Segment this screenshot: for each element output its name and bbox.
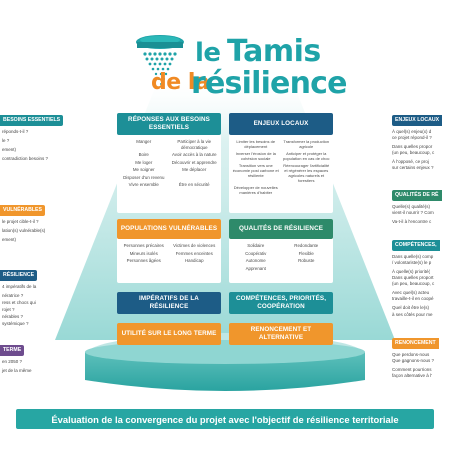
- besoin-item: Manger: [136, 139, 152, 144]
- enjeu-item: Inverser l'érosion de la cohésion social…: [235, 151, 276, 161]
- right-panel-enjeux: Enjeux locaux À quel(s) enjeu(x) dce pro…: [392, 115, 450, 174]
- besoins-items: Manger Participer à la vie démocratique …: [117, 135, 221, 192]
- population-item: Handicap: [184, 258, 204, 263]
- left-line: contradiction besoins ?: [2, 156, 49, 162]
- right-line: Dans quelle(s) comp/ volontariste(s) le …: [392, 254, 434, 266]
- logo-tamis: Tamis: [227, 34, 321, 69]
- qualites-title: Qualités de résilience: [229, 219, 333, 239]
- left-panel-resilience: Résilience 4 impératifs de la nératrice …: [0, 270, 68, 330]
- left-line: en 2050 ?: [2, 359, 23, 365]
- left-panel-terme: Terme en 2050 ? jet de la même: [0, 345, 68, 377]
- besoin-item: Boire: [138, 152, 149, 157]
- enjeu-item: [283, 185, 331, 195]
- footer-banner: Évaluation de la convergence du projet a…: [16, 409, 434, 429]
- right-panel-qualites: Qualités de ré Quelle(s) qualité(s)vient…: [392, 190, 450, 228]
- population-item: Femmes enceintes: [175, 250, 213, 256]
- left-vulnerables-title: Vulnérables: [0, 205, 45, 217]
- right-renoncement-title: Renoncement: [392, 338, 439, 350]
- besoin-item: Vivre ensemble: [128, 182, 159, 187]
- right-line: Dans quelles propor(un peu, beaucoup, c: [392, 144, 435, 156]
- left-line: le projet cible-t-il ?: [2, 219, 39, 225]
- right-enjeux-title: Enjeux locaux: [392, 115, 443, 127]
- besoins-title: Réponses aux besoins essentiels: [117, 113, 221, 135]
- left-line: 4 impératifs de la: [2, 284, 37, 290]
- renoncement-title: Renoncement et alternative: [229, 323, 333, 345]
- enjeu-item: Limiter les besoins de déplacement: [236, 139, 276, 149]
- population-item: Personnes précaires: [123, 243, 164, 248]
- qualite-item: Redondante: [294, 243, 319, 248]
- populations-title: Populations vulnérables: [117, 219, 221, 239]
- qualite-item: Robuste: [298, 258, 315, 263]
- right-line: Quelle(s) qualité(s)vient-il nourrir ? C…: [392, 204, 434, 216]
- left-line: lation(s) vulnérable(s): [2, 228, 46, 234]
- left-besoins-title: Besoins essentiels: [0, 115, 64, 127]
- right-panel-competences: Compétences, Dans quelle(s) comp/ volont…: [392, 240, 450, 321]
- enjeu-item: Réencourager l'artificialité et régénére…: [283, 163, 330, 183]
- block-besoins-essentiels: Réponses aux besoins essentiels Manger P…: [117, 113, 221, 213]
- enjeu-item: Transformer la production agricole: [283, 139, 330, 149]
- left-line: réponds-t-il ?: [2, 129, 29, 135]
- qualite-item: Solidaire: [247, 243, 265, 248]
- left-line: le ?: [2, 138, 10, 144]
- qualite-item: [283, 266, 331, 272]
- block-enjeux-locaux: Enjeux locaux Limiter les besoins de dép…: [229, 113, 333, 213]
- right-qualites-title: Qualités de ré: [392, 190, 442, 202]
- besoin-item: Me loger: [135, 159, 153, 165]
- right-line: À quelle(s) priorité(Dans quelles propor…: [392, 269, 435, 287]
- population-item: Personnes âgées: [126, 258, 161, 263]
- left-line: ress et chocs qui: [2, 300, 36, 306]
- imperatifs-title: Impératifs de la résilience: [117, 292, 221, 314]
- besoin-item: Me soigner: [132, 167, 155, 172]
- right-line: Quel doit être le(s)à ses côtés pour me: [392, 305, 433, 317]
- enjeu-item: Anticiper et protéger la population en c…: [283, 151, 330, 161]
- besoin-item: Me déplacer: [182, 167, 207, 172]
- qualite-item: Autonome: [245, 258, 266, 263]
- right-competences-title: Compétences,: [392, 240, 440, 252]
- left-terme-title: Terme: [0, 345, 25, 357]
- logo: le Tamis de la résilience: [125, 30, 347, 101]
- logo-le: le: [195, 38, 221, 68]
- left-panel-vulnerables: Vulnérables le projet cible-t-il ? latio…: [0, 205, 68, 246]
- enjeu-item: Développer de nouvelles manières d'habit…: [233, 185, 278, 195]
- qualites-items: Solidaire Redondante Coopérativ Flexible…: [229, 239, 333, 275]
- besoin-item: [171, 175, 219, 181]
- enjeux-items: Limiter les besoins de déplacement Trans…: [229, 135, 333, 199]
- left-line: systémique ?: [2, 321, 29, 327]
- qualite-item: Flexible: [298, 250, 314, 256]
- utilite-title: Utilité sur le long terme: [117, 323, 221, 345]
- population-item: Victimes de violences: [173, 243, 216, 248]
- competences-title: Compétences, priorités, coopération: [229, 292, 333, 314]
- right-line: Va-t-il à l'encontre c: [392, 219, 432, 225]
- logo-resilience: résilience: [191, 66, 347, 101]
- besoin-item: Être en sécurité: [178, 182, 210, 187]
- besoin-item: Avoir accès à la nature: [171, 152, 217, 157]
- left-line: jet de la même: [2, 368, 32, 374]
- logo-de-la: de la: [151, 70, 210, 95]
- left-line: ement): [2, 237, 17, 243]
- population-item: Mineurs isolés: [129, 250, 158, 256]
- left-line: nérables ?: [2, 314, 24, 320]
- enjeu-item: Transition vers une économie post carbon…: [232, 163, 279, 178]
- besoin-item: Participer à la vie démocratique: [177, 139, 212, 150]
- left-line: rojet ?: [2, 307, 15, 313]
- left-resilience-title: Résilience: [0, 270, 38, 282]
- block-qualites-resilience: Qualités de résilience Solidaire Redonda…: [229, 219, 333, 283]
- left-panel-besoins: Besoins essentiels réponds-t-il ? le ? e…: [0, 115, 68, 165]
- qualite-item: Apprenant: [245, 265, 266, 271]
- qualite-item: Coopérativ: [245, 250, 267, 256]
- left-line: nératrice ?: [2, 293, 24, 299]
- left-line: ement): [2, 147, 17, 153]
- besoin-item: Disposer d'un revenu: [123, 174, 165, 180]
- besoin-item: Découvrir et apprendre: [171, 159, 217, 165]
- enjeux-title: Enjeux locaux: [229, 113, 333, 135]
- sieve-icon: [136, 35, 184, 85]
- block-populations-vulnerables: Populations vulnérables Personnes précai…: [117, 219, 221, 283]
- populations-items: Personnes précaires Victimes de violence…: [117, 239, 221, 268]
